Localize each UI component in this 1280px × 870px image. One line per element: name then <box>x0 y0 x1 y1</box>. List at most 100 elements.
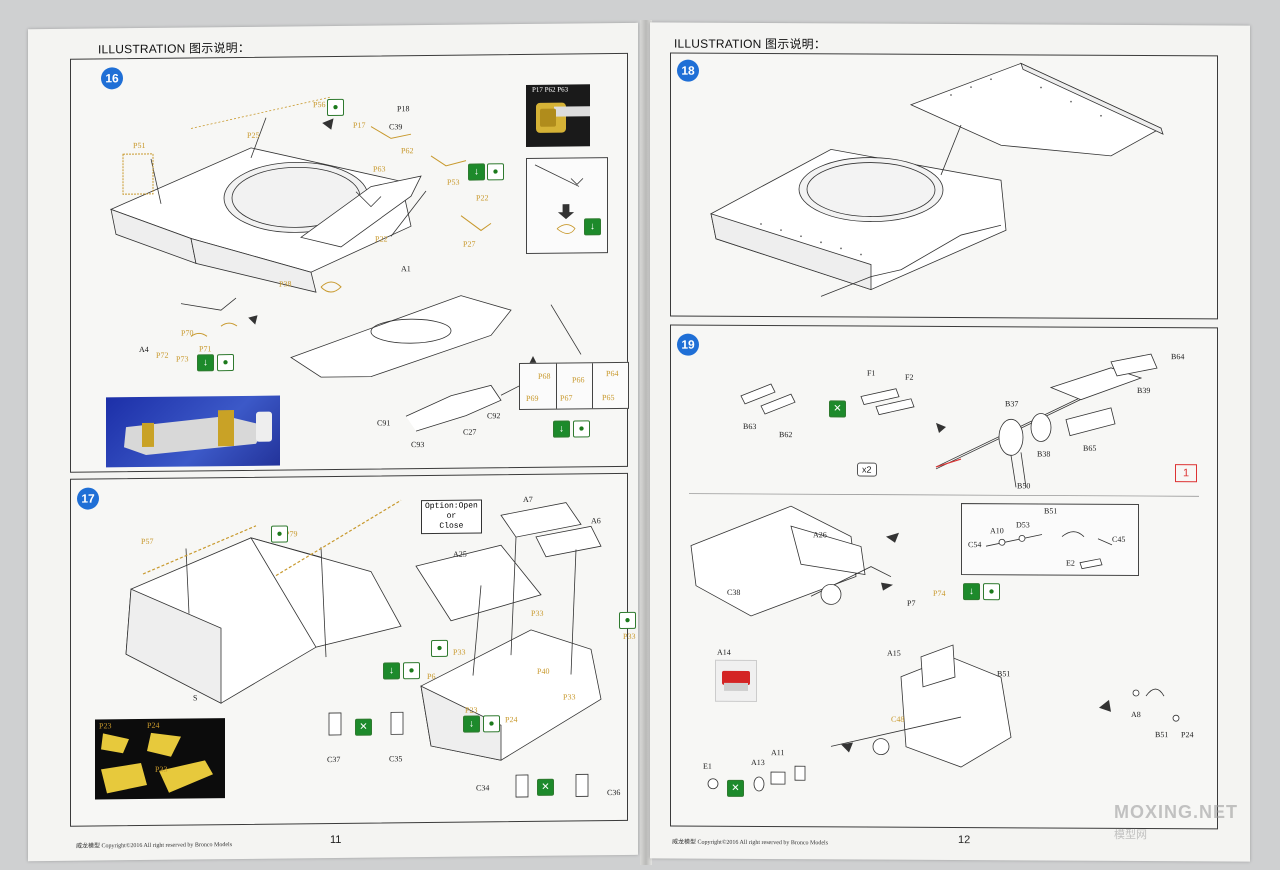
cement-icon: ✕ <box>355 718 372 736</box>
part-label: A13 <box>751 757 765 768</box>
part-label: A1 <box>401 264 411 274</box>
part-label: P17 <box>353 120 366 130</box>
glue-icon: ● <box>483 715 500 733</box>
part-label: C45 <box>1112 534 1126 544</box>
part-label: P70 <box>181 328 194 338</box>
page-heading: ILLUSTRATION 图示说明： <box>674 36 827 52</box>
part-label: A6 <box>591 516 601 526</box>
bend-down-icon: ↓ <box>584 218 601 236</box>
copyright-footer: 威龙模型 Copyright©2016 All right reserved b… <box>76 842 233 850</box>
glue-icon: ● <box>403 662 420 680</box>
left-page: ILLUSTRATION 图示说明： 16 <box>28 22 638 862</box>
glue-icon: ● <box>271 525 288 543</box>
part-label: B39 <box>1137 385 1151 396</box>
page-heading: ILLUSTRATION 图示说明： <box>98 40 251 57</box>
step-17-diagram <box>125 499 602 798</box>
glue-icon: ● <box>327 98 344 117</box>
step-19-panel: 19 <box>670 324 1218 830</box>
page-number: 11 <box>330 833 342 847</box>
part-label: B65 <box>1083 443 1097 453</box>
pe-photo: P23 P24 P33 <box>95 718 225 800</box>
bend-down-icon: ↓ <box>468 163 485 181</box>
bend-down-icon: ↓ <box>383 662 400 680</box>
part-label: P38 <box>279 279 292 289</box>
part-label: C27 <box>463 427 477 437</box>
part-label: A8 <box>1131 709 1141 719</box>
part-label: S <box>193 693 198 703</box>
part-label: C37 <box>327 754 341 765</box>
step-18-diagram <box>710 62 1164 297</box>
glue-icon: ● <box>983 583 1000 601</box>
copyright-footer: 威龙模型 Copyright©2016 All right reserved b… <box>672 839 829 847</box>
part-label: P69 <box>526 393 539 403</box>
detail-photo-label: P17 P62 P63 <box>532 85 569 94</box>
part-label: P51 <box>133 140 146 151</box>
detail-inset: ↓ <box>526 157 608 254</box>
part-label: P63 <box>373 164 386 174</box>
part-label: A11 <box>771 748 785 758</box>
part-label: P33 <box>563 692 576 702</box>
bend-down-icon: ↓ <box>963 583 980 601</box>
part-label: C35 <box>389 754 403 764</box>
part-label: B64 <box>1171 352 1185 362</box>
part-label: P74 <box>933 588 946 598</box>
step-16-panel: 16 <box>70 52 629 473</box>
part-label: B51 <box>1044 506 1058 516</box>
cement-icon: ✕ <box>537 778 554 796</box>
part-label: D53 <box>1016 520 1030 530</box>
part-label: P62 <box>401 146 414 156</box>
part-label: P33 <box>531 608 544 618</box>
step-17-panel: 17 <box>70 472 636 827</box>
glue-icon: ● <box>573 420 590 438</box>
glue-icon: ● <box>431 639 448 657</box>
part-label: C48 <box>891 714 905 724</box>
detail-photo: P17 P62 P63 <box>526 84 590 147</box>
part-label: P57 <box>141 536 154 547</box>
part-label: P53 <box>447 177 460 187</box>
glue-icon: ● <box>619 611 636 630</box>
part-label: P25 <box>247 130 260 140</box>
part-label: P33 <box>453 647 466 657</box>
part-label: A7 <box>523 494 533 505</box>
part-label: F1 <box>867 368 876 378</box>
step-16-diagram <box>109 96 582 432</box>
part-label: P56 <box>313 100 326 110</box>
part-label: P22 <box>476 193 489 203</box>
bend-down-icon: ↓ <box>463 715 480 733</box>
right-page: ILLUSTRATION 图示说明： 18 <box>650 22 1250 862</box>
part-label: C38 <box>727 587 741 597</box>
part-label: B63 <box>743 421 757 431</box>
glue-icon: ● <box>487 163 504 181</box>
sub-assembly-box: B51 A10 D53 C54 C45 E2 <box>961 503 1139 576</box>
part-label: P65 <box>602 393 615 403</box>
pe-detail-strip: P68 P69 P66 P67 P64 P65 <box>519 361 629 411</box>
part-label: B51 <box>997 669 1011 679</box>
part-label: P7 <box>907 598 916 608</box>
part-label: E1 <box>703 761 712 771</box>
book-spine <box>640 20 652 865</box>
photo-label: P24 <box>147 720 160 730</box>
part-label: C91 <box>377 418 391 428</box>
part-label: F2 <box>905 372 914 382</box>
part-label: A26 <box>813 530 827 540</box>
part-label: P18 <box>397 104 410 114</box>
part-label: P24 <box>505 715 518 725</box>
part-label: P64 <box>606 369 619 379</box>
glue-icon: ● <box>217 354 234 372</box>
part-label: P72 <box>156 350 169 360</box>
watermark-sub: 模型网 <box>1114 829 1147 841</box>
part-label: B51 <box>1155 730 1169 740</box>
part-label: P6 <box>427 671 436 682</box>
part-label: B62 <box>779 430 793 440</box>
part-label: P71 <box>199 344 212 354</box>
photo-label: P33 <box>155 764 168 774</box>
part-label: B50 <box>1017 481 1031 491</box>
part-label: P73 <box>176 354 189 364</box>
cement-icon: ✕ <box>829 400 846 418</box>
part-label: B37 <box>1005 399 1019 409</box>
option-text: Option:Open <box>425 501 478 512</box>
step-18-panel: 18 <box>670 52 1218 320</box>
part-photo <box>715 659 757 702</box>
part-label: A4 <box>139 344 149 355</box>
photo-label: P23 <box>99 721 112 731</box>
